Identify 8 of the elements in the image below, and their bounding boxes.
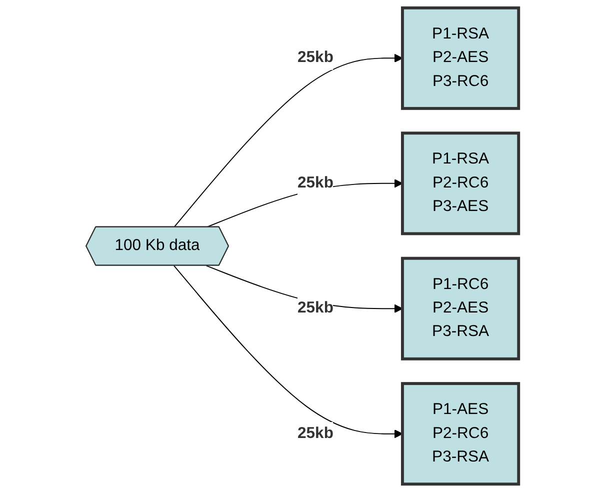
edge-label: 25kb — [298, 174, 334, 192]
edge-label: 25kb — [298, 49, 334, 66]
node-box: P1-AES P2-RC6 P3-RSA — [401, 382, 520, 486]
node-box: P1-RSA P2-RC6 P3-AES — [401, 132, 520, 236]
node-box: P1-RSA P2-AES P3-RC6 — [401, 6, 520, 110]
edge-label: 25kb — [298, 300, 334, 316]
edge-label: 25kb — [298, 424, 334, 442]
node-box: P1-RC6 P2-AES P3-RSA — [401, 256, 520, 360]
